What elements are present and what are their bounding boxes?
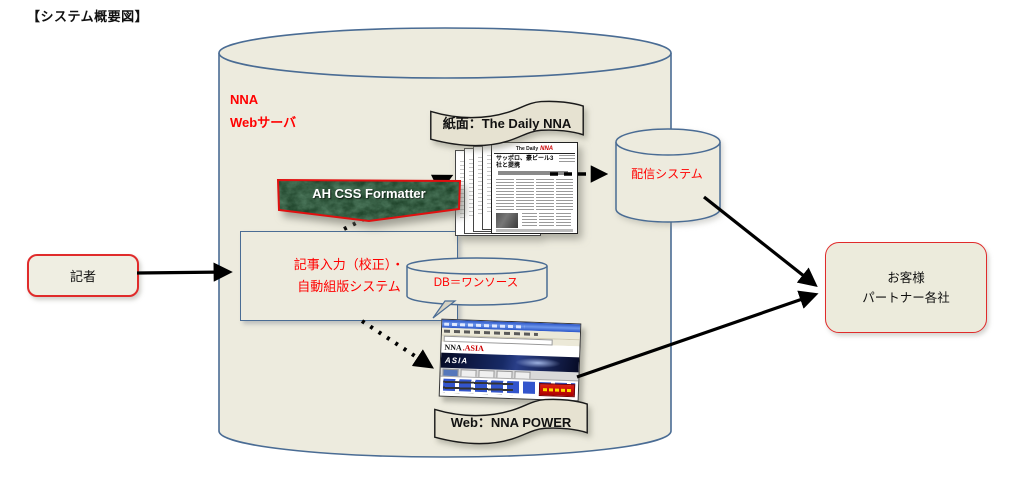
input-system-line2: 自動組版システム [297, 279, 401, 294]
input-system-line1: 記事入力（校正）・ [293, 257, 405, 272]
site-logo-asia: .ASIA [462, 343, 485, 354]
newspaper-stack: The Daily NNA サッポロ、豪ビール3社と提携 [455, 142, 578, 236]
delivery-label: 配信システム [631, 167, 703, 181]
db-cylinder [406, 257, 548, 306]
input-system-node: 記事入力（校正）・ 自動組版システム [240, 231, 458, 321]
paper-banner-shape [430, 100, 584, 147]
newspaper-body-columns [522, 213, 573, 228]
newspaper-front-page: The Daily NNA サッポロ、豪ビール3社と提携 [491, 142, 578, 234]
customers-node: お客様 パートナー各社 [825, 242, 987, 333]
formatter-label: AH CSS Formatter [312, 186, 426, 201]
web-server-label: NNA Webサーバ [230, 88, 296, 134]
newspaper-subhead [498, 171, 568, 175]
newspaper-masthead-prefix: The Daily [515, 146, 539, 152]
site-tab [478, 369, 495, 378]
customers-line1: お客様 [887, 270, 925, 285]
browser-menu-items [443, 329, 538, 336]
newspaper-masthead-brand: NNA [540, 146, 554, 152]
newspaper-footer [496, 229, 573, 232]
web-server-label-line1: NNA [230, 92, 259, 107]
page-title: 【システム概要図】 [27, 9, 149, 24]
formatter-banner-shape [276, 178, 462, 223]
site-logo-nna: NNA [444, 342, 462, 353]
reporter-node: 記者 [27, 254, 139, 297]
arrow-reporter-to-input [136, 262, 233, 282]
newspaper-datebox [559, 155, 575, 163]
site-hero-glow [514, 357, 562, 369]
site-tab [514, 371, 531, 379]
newspaper-body-columns [496, 179, 573, 211]
reporter-label: 記者 [69, 269, 96, 284]
site-tab [442, 368, 459, 377]
paper-banner-label: 紙面：The Daily NNA [442, 116, 572, 131]
customers-line2: パートナー各社 [862, 290, 950, 305]
newspaper-headline: サッポロ、豪ビール3社と提携 [496, 156, 554, 169]
site-news-text [442, 380, 514, 396]
delivery-cylinder [615, 128, 721, 223]
site-tab [496, 370, 513, 379]
site-tab [460, 369, 477, 377]
db-cylinder-tail [432, 300, 457, 319]
site-promo-badge-text [543, 388, 571, 393]
newspaper-masthead: The Daily NNA [494, 145, 575, 154]
nna-asia-browser-screenshot: NNA .ASIA ASIA [438, 318, 582, 402]
site-hero-text: ASIA [444, 355, 469, 366]
web-banner-label: Web：NNA POWER [450, 415, 572, 430]
newspaper-photo [496, 213, 518, 228]
db-label: DB＝ワンソース [433, 277, 519, 289]
web-server-label-line2: Webサーバ [230, 115, 297, 130]
web-banner-shape [434, 398, 588, 445]
